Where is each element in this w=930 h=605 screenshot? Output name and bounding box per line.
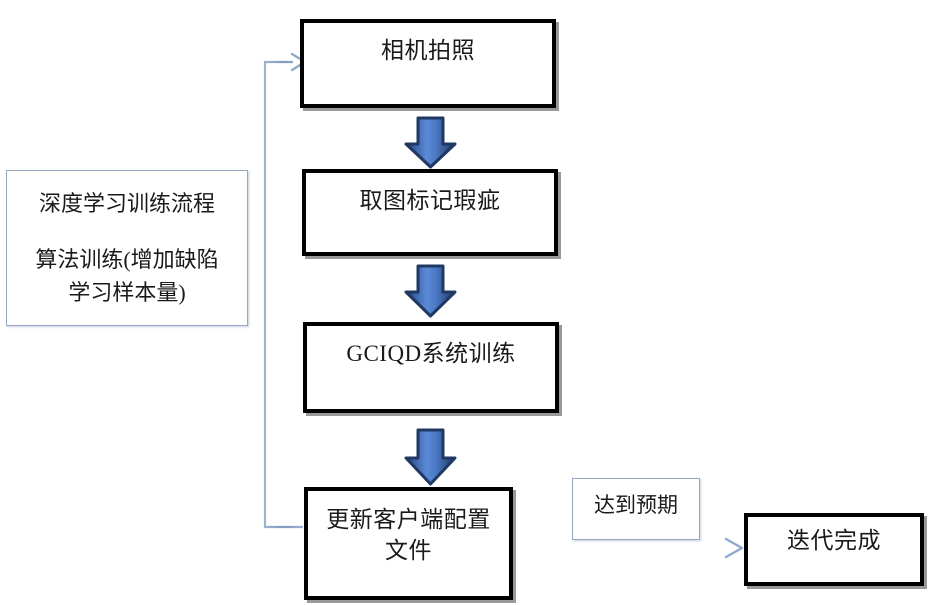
callout-expected-result: 达到预期 [572,478,700,540]
info-panel-title: 深度学习训练流程 [38,191,215,216]
feedback-loop-connector [263,52,307,529]
arrow-step3-to-step4-icon [404,428,457,486]
process-box-camera-capture-label: 相机拍照 [381,38,475,63]
info-panel-detail: 算法训练(增加缺陷 学习样本量) [35,247,219,305]
callout-expected-result-label: 达到预期 [594,493,678,517]
process-box-gciqd-training[interactable]: GCIQD系统训练 [303,322,559,413]
arrow-step2-to-step3-icon [404,264,457,318]
process-box-label-defects[interactable]: 取图标记瑕疵 [302,169,558,256]
process-box-update-client-config-label: 更新客户端配置 文件 [326,507,491,563]
process-box-update-client-config[interactable]: 更新客户端配置 文件 [304,487,513,600]
info-panel: 深度学习训练流程 算法训练(增加缺陷 学习样本量) [6,170,248,326]
terminal-box-iteration-complete-label: 迭代完成 [787,528,881,553]
process-box-label-defects-label: 取图标记瑕疵 [359,188,501,213]
terminal-box-iteration-complete[interactable]: 迭代完成 [744,513,924,586]
arrow-step4-to-terminal-connector [512,537,744,559]
process-box-camera-capture[interactable]: 相机拍照 [300,19,556,108]
arrow-step1-to-step2-icon [404,116,457,169]
process-box-gciqd-training-label: GCIQD系统训练 [346,341,516,366]
